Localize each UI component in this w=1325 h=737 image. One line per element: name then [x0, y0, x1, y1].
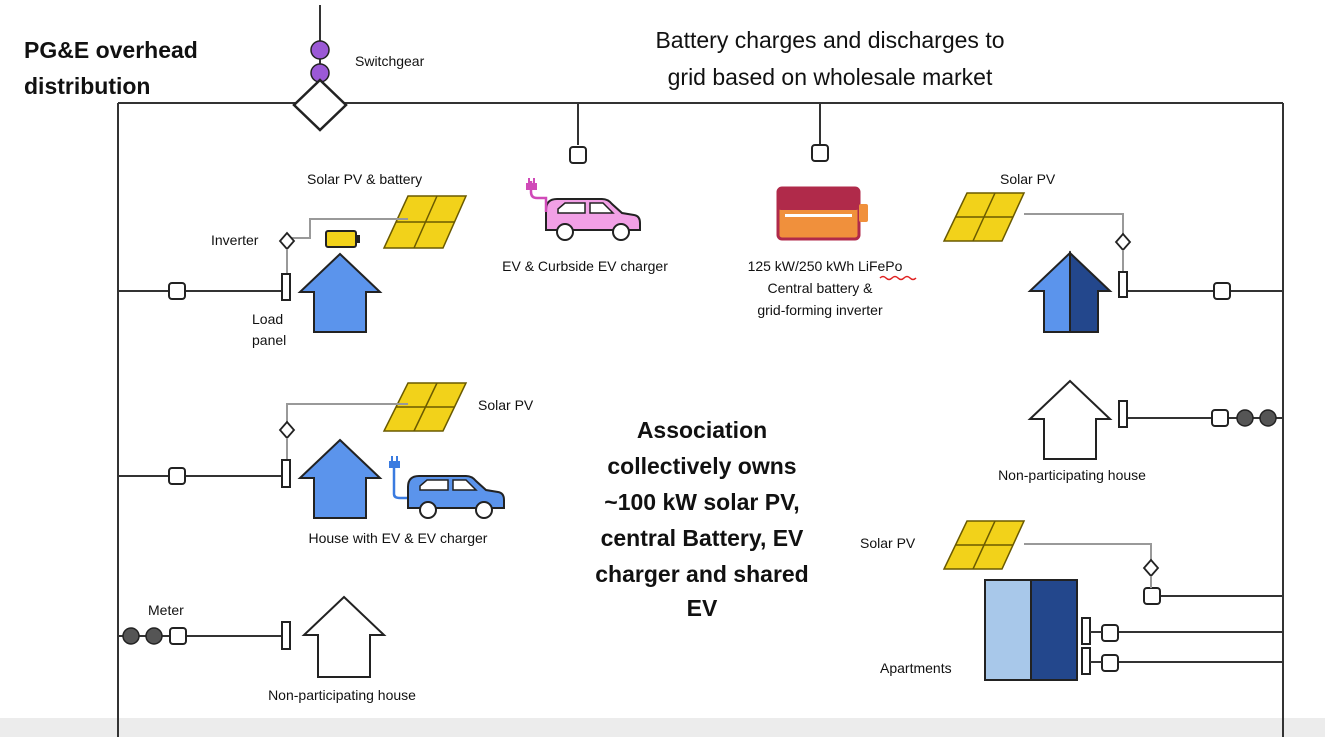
- load-panel-label-2: panel: [252, 332, 286, 348]
- grid-lines: [117, 5, 1284, 737]
- load-panel-icon: [1118, 271, 1128, 298]
- central-battery-label-3: grid-forming inverter: [757, 302, 883, 318]
- load-panel-icon: [281, 621, 291, 650]
- house-icon: [1027, 379, 1113, 460]
- title-line1: PG&E overhead: [24, 37, 198, 63]
- solar-pv-apartments-label: Solar PV: [860, 535, 916, 551]
- market-line2: grid based on wholesale market: [668, 64, 993, 90]
- apartment-icon: [984, 579, 1078, 681]
- non-participating-left-label: Non-participating house: [268, 687, 416, 703]
- solar-panel-icon: [942, 520, 1026, 570]
- meter-label: Meter: [148, 602, 184, 618]
- load-panel-label-1: Load: [252, 311, 283, 327]
- apartments-label: Apartments: [880, 660, 952, 676]
- solar-panel-icon: [942, 192, 1026, 242]
- market-text: Battery charges and discharges to grid b…: [655, 27, 1004, 90]
- battery-icon: [776, 186, 868, 241]
- load-panel-icon: [281, 273, 291, 301]
- meter-boxes: [168, 144, 1231, 672]
- house-icon: [301, 595, 387, 678]
- central-battery-label-1: 125 kW/250 kWh LiFePo: [748, 258, 903, 274]
- plug-icon: [526, 178, 548, 212]
- non-participating-right-label: Non-participating house: [998, 467, 1146, 483]
- inverter-icon: [278, 231, 296, 251]
- load-panel-icon: [1081, 647, 1091, 675]
- inverter-icon: [1142, 558, 1160, 578]
- ev-car-icon: [545, 198, 641, 241]
- association-line3: ~100 kW solar PV,: [604, 489, 799, 515]
- house-ev-label: House with EV & EV charger: [309, 530, 488, 546]
- solar-panel-icon: [382, 195, 468, 249]
- association-text: Association collectively owns ~100 kW so…: [595, 417, 808, 621]
- association-line5: charger and shared: [595, 561, 808, 587]
- bottom-band: [0, 718, 1325, 737]
- solar-pv-battery-label: Solar PV & battery: [307, 171, 422, 187]
- ev-charger-label: EV & Curbside EV charger: [502, 258, 668, 274]
- switchgear-icon: [292, 40, 348, 132]
- solar-pv-right-label: Solar PV: [1000, 171, 1056, 187]
- plug-icon: [389, 456, 408, 500]
- title-line2: distribution: [24, 73, 150, 99]
- solar-panel-icon: [382, 382, 468, 432]
- central-battery-label-2: Central battery &: [767, 280, 873, 296]
- association-line6: EV: [687, 595, 718, 621]
- load-panel-icon: [1081, 617, 1091, 645]
- house-icon: [297, 438, 383, 519]
- market-line1: Battery charges and discharges to: [655, 27, 1004, 53]
- spellcheck-underline: [879, 275, 917, 281]
- page-title: PG&E overhead distribution: [24, 37, 198, 99]
- solar-pv-middle-label: Solar PV: [478, 397, 534, 413]
- inverter-label: Inverter: [211, 232, 259, 248]
- battery-icon: [325, 230, 360, 248]
- load-panel-icon: [281, 459, 291, 488]
- house-icon: [297, 252, 383, 333]
- inverter-icon: [1114, 232, 1132, 252]
- load-panel-icon: [1118, 400, 1128, 428]
- association-line2: collectively owns: [607, 453, 796, 479]
- meter-icon: [122, 627, 187, 645]
- association-line4: central Battery, EV: [601, 525, 804, 551]
- meter-icon: [1211, 409, 1277, 427]
- house-icon: [1027, 250, 1113, 333]
- switchgear-label: Switchgear: [355, 53, 425, 69]
- association-line1: Association: [637, 417, 767, 443]
- ev-car-icon: [407, 475, 505, 519]
- inverter-icon: [278, 420, 296, 440]
